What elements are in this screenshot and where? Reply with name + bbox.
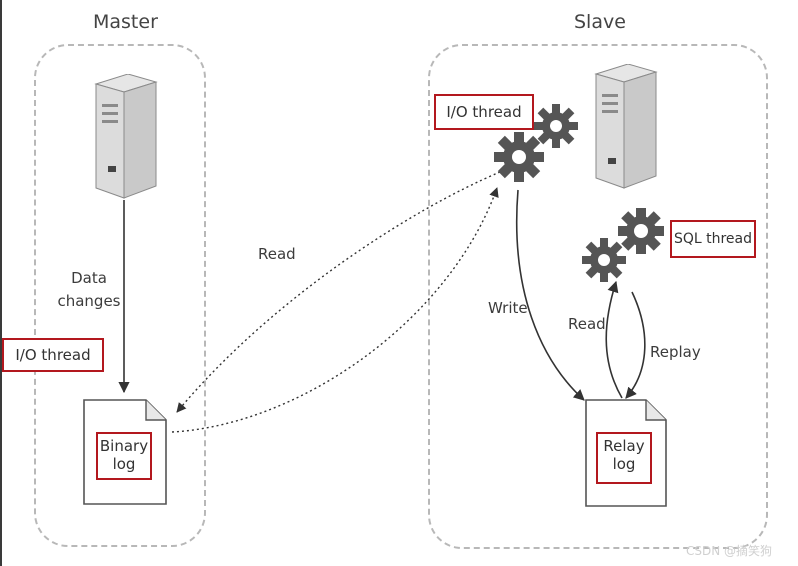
read-arrow-sql bbox=[605, 280, 623, 399]
relay-log-line-2: log bbox=[612, 455, 636, 473]
data-changes-line-1: Data bbox=[71, 269, 107, 287]
slave-title: Slave bbox=[574, 11, 626, 33]
watermark: CSDN @摘笑狗 bbox=[686, 544, 773, 558]
io-thread-gear-icon-small bbox=[534, 104, 578, 148]
sql-thread-gear-icon-large bbox=[618, 208, 664, 254]
read-arrow-lower bbox=[171, 187, 499, 433]
read-arrow-upper bbox=[176, 171, 501, 413]
binary-log-line-1: Binary bbox=[99, 437, 149, 455]
slave-container bbox=[428, 44, 768, 549]
sql-thread-gear-icon-small bbox=[582, 238, 626, 282]
relay-log-line-1: Relay bbox=[603, 437, 645, 455]
relay-log-label: Relay log bbox=[596, 432, 652, 484]
binary-log-label: Binary log bbox=[96, 432, 152, 480]
replay-arrow bbox=[625, 291, 646, 399]
io-thread-gear-icon-large bbox=[494, 132, 544, 182]
master-io-thread-label: I/O thread bbox=[2, 338, 104, 372]
data-changes-label: Data changes bbox=[56, 270, 122, 310]
slave-server-icon bbox=[594, 64, 658, 189]
write-label: Write bbox=[488, 299, 528, 317]
data-changes-line-2: changes bbox=[57, 292, 121, 310]
frame-left-edge bbox=[0, 0, 2, 566]
write-arrow bbox=[515, 189, 585, 401]
replay-label: Replay bbox=[650, 343, 701, 361]
sql-thread-label: SQL thread bbox=[670, 220, 756, 258]
slave-io-thread-label: I/O thread bbox=[434, 94, 534, 130]
slave-read-label: Read bbox=[568, 315, 606, 333]
master-container bbox=[34, 44, 206, 547]
master-server-icon bbox=[94, 74, 158, 199]
master-title: Master bbox=[93, 11, 158, 33]
binary-log-line-2: log bbox=[112, 455, 136, 473]
read-label: Read bbox=[258, 245, 296, 263]
